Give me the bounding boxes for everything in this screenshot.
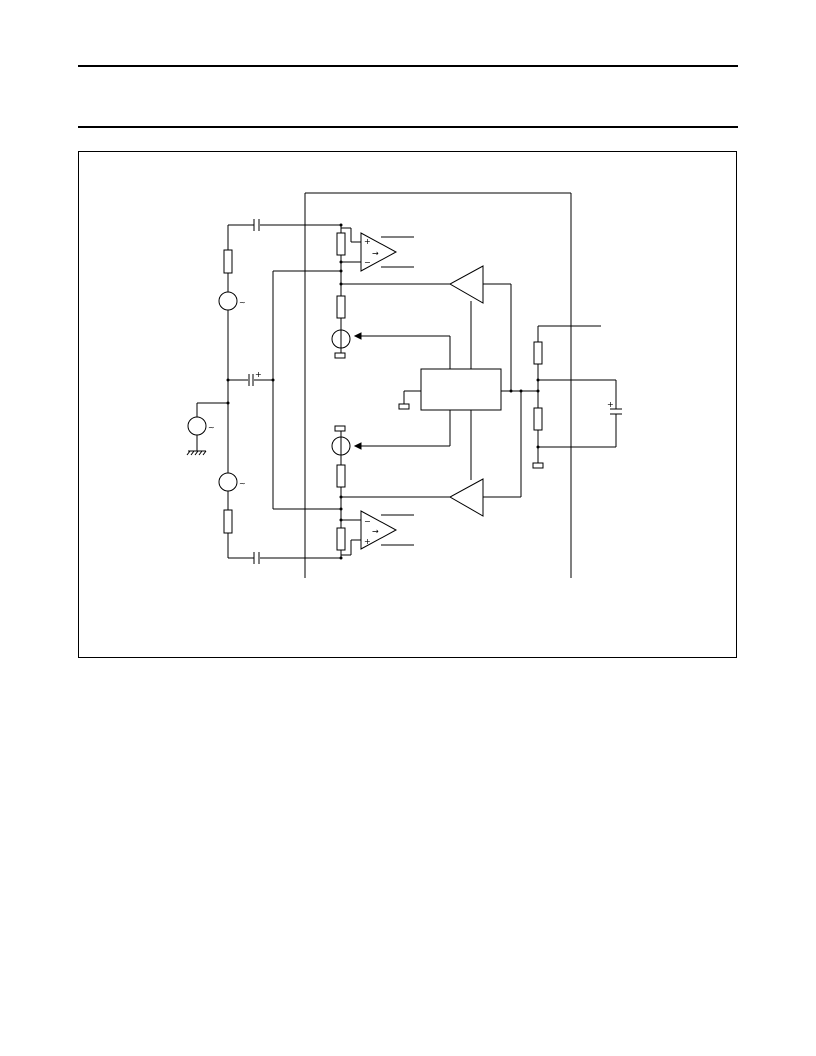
svg-text:→: → (372, 527, 379, 536)
resistor-icon (336, 527, 346, 551)
ac-voltage-source-icon: ~ (218, 291, 246, 311)
resistor-icon (223, 509, 233, 534)
junction-dot (226, 401, 230, 405)
resistor-icon (336, 464, 346, 488)
supply-divider-wiring (537, 325, 617, 463)
control-block (420, 368, 502, 411)
op-amp-icon: − + → (360, 510, 398, 550)
svg-text:+: + (364, 537, 371, 546)
junction-dot (536, 378, 540, 382)
ac-voltage-source-icon: ~ (187, 416, 215, 436)
figure-frame (78, 151, 737, 658)
electrolytic-capacitor-icon: + (607, 400, 622, 415)
capacitor-icon (253, 552, 260, 564)
power-amplifier-icon (448, 478, 484, 517)
junction-dot (339, 223, 343, 227)
junction-dot (536, 445, 540, 449)
svg-text:−: − (364, 517, 371, 526)
terminal-pad-icon (334, 352, 346, 359)
header-rule-bottom (78, 126, 738, 128)
resistor-icon (336, 295, 346, 319)
ac-voltage-source-icon: ~ (218, 472, 246, 492)
ic-boundary (304, 192, 572, 578)
junction-dot (339, 282, 343, 286)
junction-dot (536, 389, 540, 393)
svg-text:~: ~ (239, 479, 246, 488)
junction-dot (271, 378, 275, 382)
terminal-pad-icon (398, 403, 410, 410)
header-rule-top (78, 65, 738, 67)
resistor-icon (533, 407, 543, 431)
junction-dot (226, 378, 230, 382)
internal-bottom-wiring (340, 391, 522, 558)
svg-text:~: ~ (239, 298, 246, 307)
svg-text:+: + (607, 400, 614, 409)
control-arrow (353, 332, 362, 340)
electrolytic-capacitor-icon: + (248, 370, 262, 386)
junction-dot (339, 507, 343, 511)
power-amplifier-icon (448, 265, 484, 304)
junction-dot (509, 389, 513, 393)
terminal-pad-icon (532, 462, 544, 469)
control-arrow (353, 442, 362, 450)
svg-text:+: + (364, 237, 371, 246)
svg-text:+: + (255, 370, 262, 379)
capacitor-icon (253, 219, 260, 231)
junction-dot (519, 389, 523, 393)
junction-dot (339, 269, 343, 273)
resistor-icon (223, 249, 233, 274)
terminal-pad-icon (334, 425, 346, 432)
svg-text:−: − (364, 258, 371, 267)
ground-icon (186, 450, 207, 456)
external-input-circuit (196, 224, 341, 559)
svg-text:→: → (372, 249, 379, 258)
current-source-icon (331, 329, 351, 349)
resistor-icon (336, 232, 346, 256)
resistor-icon (533, 341, 543, 365)
junction-dot (339, 556, 343, 560)
op-amp-icon: + − → (360, 232, 398, 272)
current-source-icon (331, 436, 351, 456)
junction-dot (339, 495, 343, 499)
svg-text:~: ~ (208, 423, 215, 432)
junction-dot (339, 260, 343, 264)
junction-dot (339, 518, 343, 522)
